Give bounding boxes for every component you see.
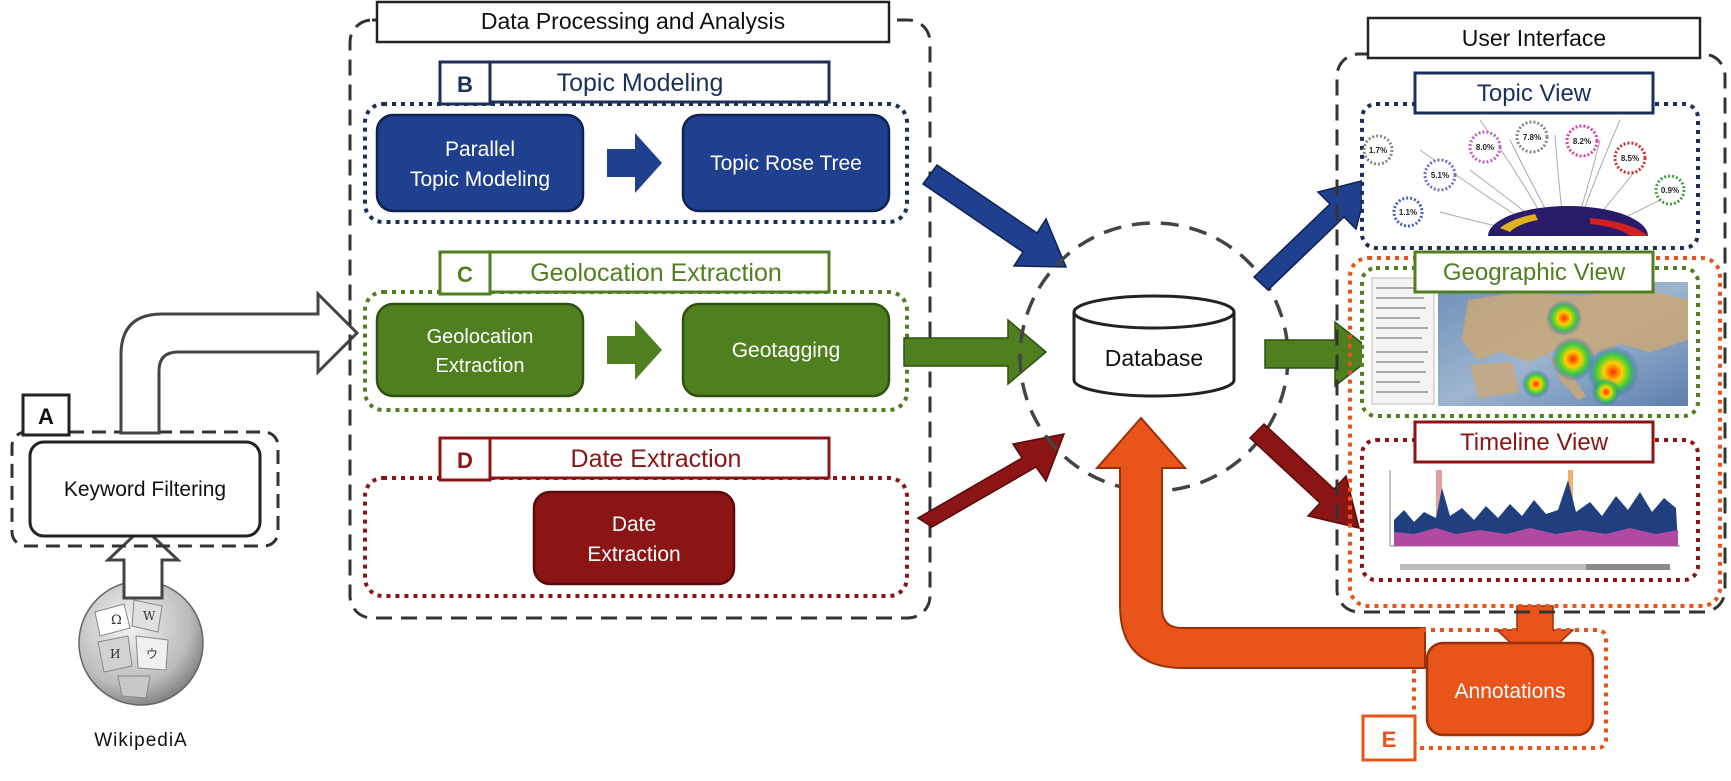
topic-bubble-label: 7.8% [1523, 133, 1541, 142]
geographic-view-title: Geographic View [1443, 259, 1626, 286]
date-extraction-line2: Extraction [587, 543, 680, 566]
annotations-label: Annotations [1455, 680, 1566, 703]
wikipedia-wordmark: WikipediA [94, 730, 187, 751]
date-letter-box [438, 436, 492, 482]
keyword-filtering-box [28, 440, 262, 538]
topic-modeling-title: Topic Modeling [557, 69, 724, 97]
annotations-box [1425, 641, 1595, 737]
geotagging-label: Geotagging [732, 339, 841, 362]
date-letter: D [457, 448, 473, 473]
topic-bubble-label: 5.1% [1431, 171, 1449, 180]
annotations-to-database-arrow [1094, 416, 1426, 669]
topic-to-database-arrow [921, 163, 1068, 268]
geo-side-panel [1371, 277, 1435, 405]
processing-frame [348, 18, 932, 620]
topic-step-arrow [607, 133, 662, 193]
geotagging-box [681, 302, 891, 398]
topic-view-panel: 1.7% 5.1% 8.0% 7.8% 8.2% 8.5% 0.9% 1.1% … [1360, 71, 1700, 250]
parallel-topic-modeling-line2: Topic Modeling [410, 168, 550, 191]
database-cylinder [1072, 294, 1236, 398]
date-title-box [481, 436, 831, 480]
annotations-section: Annotations E [1361, 628, 1608, 762]
topic-modeling-title-box [481, 60, 831, 104]
parallel-topic-modeling-box [375, 113, 585, 213]
topic-rose-tree-box [681, 113, 891, 213]
topic-modeling-letter: B [457, 72, 473, 97]
topic-bubble-label: 8.0% [1476, 143, 1494, 152]
geo-to-database-arrow [903, 318, 1048, 386]
geolocation-extraction-box [375, 302, 585, 398]
geographic-view-title-box [1413, 250, 1655, 294]
annotations-letter-box [1361, 714, 1417, 762]
geolocation-title: Geolocation Extraction [530, 259, 782, 287]
geo-map [1438, 282, 1688, 406]
timeline-chart [1389, 470, 1680, 570]
date-title: Date Extraction [571, 445, 742, 473]
geo-step-arrow [607, 320, 662, 380]
stage-a-letter-box [21, 393, 71, 437]
svg-text:Ω: Ω [111, 613, 122, 628]
wikipedia-logo: Ω W И ウ WikipediA [78, 580, 204, 751]
topic-rose-tree-label: Topic Rose Tree [710, 152, 862, 175]
topic-modeling-letter-box [438, 60, 492, 106]
topic-bubble-label: 1.7% [1369, 146, 1387, 155]
geolocation-section: Geolocation Extraction C Geolocation Ext… [363, 250, 909, 412]
svg-text:ウ: ウ [146, 647, 158, 661]
topic-rose-bar [1488, 206, 1648, 236]
topic-bubble-label: 1.1% [1399, 208, 1417, 217]
geolocation-letter-box [438, 250, 492, 296]
user-interface-frame [1335, 52, 1727, 614]
svg-text:W: W [143, 609, 156, 623]
annotations-frame [1412, 628, 1608, 750]
topic-bubbles: 1.7% 5.1% 8.0% 7.8% 8.2% 8.5% 0.9% 1.1% [1362, 120, 1686, 228]
database-label: Database [1105, 345, 1203, 371]
parallel-topic-modeling-line1: Parallel [445, 138, 515, 161]
processing-title: Data Processing and Analysis [481, 8, 785, 34]
timeline-view-title-box [1413, 420, 1655, 464]
database-to-geo-view-arrow [1264, 320, 1378, 388]
topic-view-title-box [1413, 71, 1655, 115]
topic-bubble-label: 8.2% [1573, 137, 1591, 146]
topic-bubble-label: 0.9% [1661, 186, 1679, 195]
topic-modeling-section: Topic Modeling B Parallel Topic Modeling… [363, 60, 909, 224]
user-interface-title: User Interface [1462, 25, 1606, 51]
date-extraction-box [532, 490, 736, 586]
filter-to-processing-arrow [119, 290, 360, 435]
geographic-view-panel: Geographic View [1360, 250, 1700, 418]
timeline-view-title: Timeline View [1460, 429, 1609, 456]
geolocation-extraction-line2: Extraction [436, 355, 525, 377]
date-to-database-arrow [916, 433, 1066, 528]
date-extraction-line1: Date [612, 513, 656, 536]
geolocation-title-box [481, 250, 831, 294]
geolocation-extraction-line1: Geolocation [427, 326, 534, 348]
svg-text:И: И [110, 647, 120, 661]
topic-view-title: Topic View [1477, 80, 1592, 107]
topic-modeling-frame [363, 102, 909, 224]
annotations-letter: E [1382, 727, 1397, 752]
topic-bubble-label: 8.5% [1621, 154, 1639, 163]
processing-title-box [375, 0, 891, 44]
geolocation-letter: C [457, 262, 473, 287]
database-to-timeline-view-arrow [1248, 422, 1361, 530]
timeline-view-panel: Timeline View [1360, 420, 1700, 582]
date-extraction-section: Date Extraction D Date Extraction [363, 436, 909, 598]
user-interface-title-box [1366, 16, 1702, 60]
stage-a-letter: A [38, 404, 54, 429]
keyword-filtering-label: Keyword Filtering [64, 478, 226, 501]
